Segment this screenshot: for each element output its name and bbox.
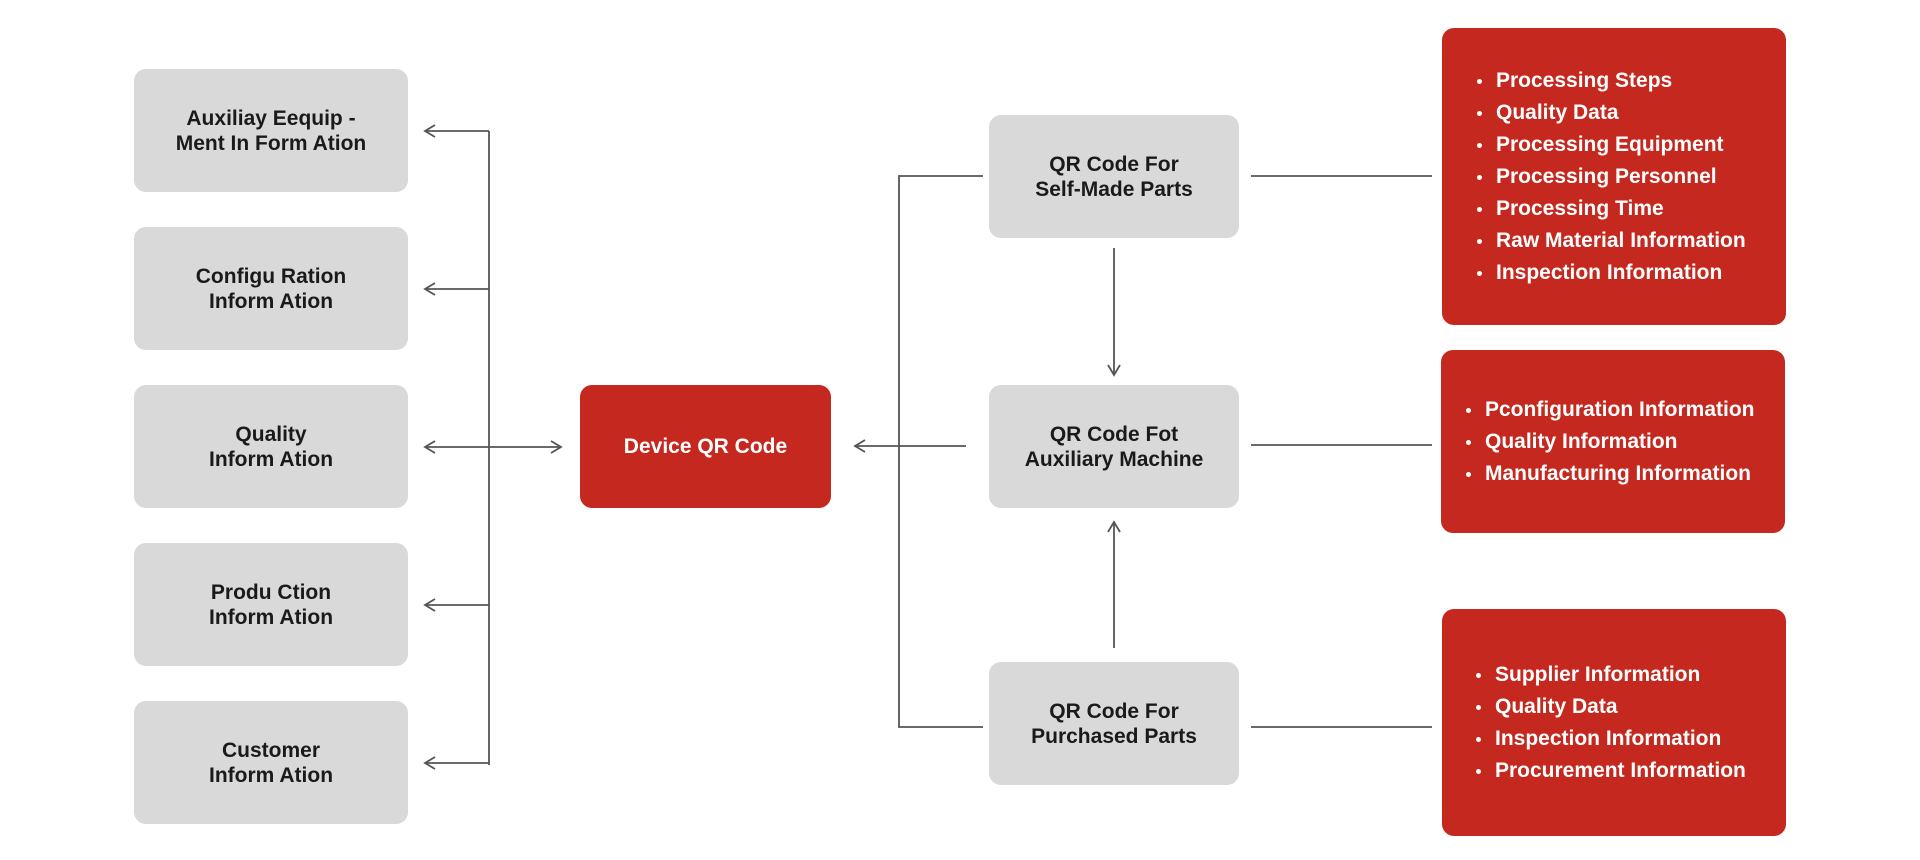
detail-item: Manufacturing Information: [1463, 458, 1754, 490]
device-qr-code-label: Device QR Code: [623, 435, 788, 458]
right-bracket-line: [898, 175, 983, 728]
detail-item: Procurement Information: [1473, 755, 1746, 787]
box-qr-self-made-parts: QR Code For Self-Made Parts: [989, 115, 1239, 238]
box-line: Inform Ation: [208, 447, 334, 471]
box-production-information: Produ Ction Inform Ation: [134, 543, 408, 666]
box-configuration-information: Configu Ration Inform Ation: [134, 227, 408, 350]
box-line: Inform Ation: [208, 763, 334, 787]
box-line: Inform Ation: [208, 289, 334, 313]
box-quality-information: Quality Inform Ation: [134, 385, 408, 508]
box-line: Ment In Form Ation: [175, 131, 367, 155]
box-line: Customer: [221, 738, 321, 762]
box-line: Inform Ation: [208, 605, 334, 629]
detail-list: Supplier Information Quality Data Inspec…: [1473, 659, 1746, 787]
panel-auxiliary-machine-details: Pconfiguration Information Quality Infor…: [1441, 350, 1785, 533]
box-line: Quality: [235, 422, 307, 446]
box-line: QR Code Fot: [1049, 422, 1179, 446]
detail-item: Pconfiguration Information: [1463, 394, 1754, 426]
box-auxiliary-equipment-information: Auxiliay Eequip - Ment In Form Ation: [134, 69, 408, 192]
detail-item: Inspection Information: [1473, 723, 1746, 755]
box-line: QR Code For: [1049, 699, 1179, 723]
box-customer-information: Customer Inform Ation: [134, 701, 408, 824]
detail-item: Processing Personnel: [1474, 161, 1746, 193]
detail-item: Processing Steps: [1474, 65, 1746, 97]
box-line: Configu Ration: [195, 264, 347, 288]
detail-item: Inspection Information: [1474, 257, 1746, 289]
detail-item: Quality Information: [1463, 426, 1754, 458]
box-line: Produ Ction: [210, 580, 332, 604]
detail-item: Supplier Information: [1473, 659, 1746, 691]
detail-item: Processing Equipment: [1474, 129, 1746, 161]
detail-list: Pconfiguration Information Quality Infor…: [1463, 394, 1754, 490]
box-line: Auxiliay Eequip -: [186, 106, 356, 130]
box-qr-auxiliary-machine: QR Code Fot Auxiliary Machine: [989, 385, 1239, 508]
detail-item: Raw Material Information: [1474, 225, 1746, 257]
box-line: Self-Made Parts: [1035, 177, 1193, 201]
box-line: QR Code For: [1049, 152, 1179, 176]
box-line: Auxiliary Machine: [1024, 447, 1204, 471]
box-device-qr-code: Device QR Code: [580, 385, 831, 508]
box-line: Purchased Parts: [1031, 724, 1197, 748]
detail-item: Processing Time: [1474, 193, 1746, 225]
panel-self-made-parts-details: Processing Steps Quality Data Processing…: [1442, 28, 1786, 325]
box-qr-purchased-parts: QR Code For Purchased Parts: [989, 662, 1239, 785]
panel-purchased-parts-details: Supplier Information Quality Data Inspec…: [1442, 609, 1786, 836]
detail-list: Processing Steps Quality Data Processing…: [1474, 65, 1746, 289]
detail-item: Quality Data: [1473, 691, 1746, 723]
detail-item: Quality Data: [1474, 97, 1746, 129]
